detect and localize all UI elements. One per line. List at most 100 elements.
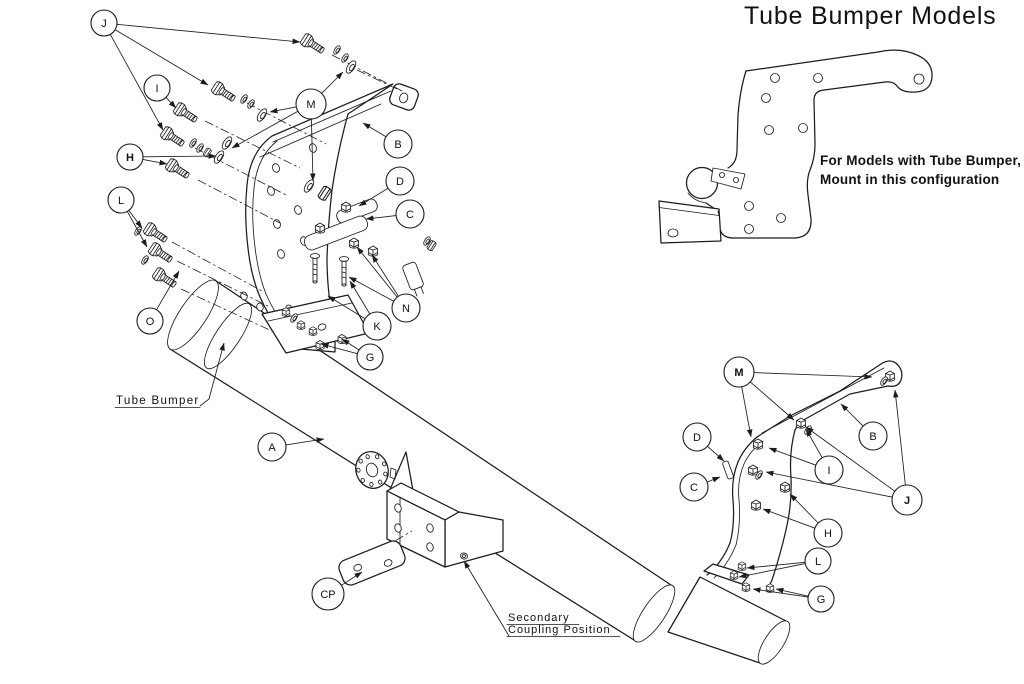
leader-line (707, 445, 725, 462)
exploded-hardware (132, 32, 438, 351)
leader-line (142, 153, 217, 159)
callout-H: H (116, 143, 217, 171)
callout-letter: I (155, 83, 158, 95)
receiver-assembly (338, 451, 504, 586)
config-note-line1: For Models with Tube Bumper, (820, 153, 1022, 168)
callout-letter: B (869, 431, 876, 443)
callout-circle (807, 585, 835, 613)
leader-line (805, 428, 823, 459)
callout-letter: J (101, 18, 107, 30)
callout-CP: CP (311, 571, 363, 611)
callout-letter: C (690, 482, 698, 494)
leader-line (109, 34, 164, 131)
callout-letter: G (366, 352, 375, 364)
callout-J: J (90, 9, 301, 131)
callout-K: K (327, 280, 392, 341)
exploded-view-drawing: Tube Bumper Secondary Coupling Position (114, 32, 676, 643)
callout-letter: O (146, 316, 155, 328)
leader-line (320, 343, 358, 355)
assembled-hardware (722, 370, 896, 593)
callout-A: A (257, 432, 325, 462)
config-note-line2: Mount in this configuration (820, 171, 1000, 187)
callout-circle (383, 129, 413, 159)
leader-line (746, 561, 806, 571)
callout-letter: C (406, 209, 414, 221)
secondary-coupling-label: Secondary Coupling Position (463, 560, 621, 637)
callout-letter: J (904, 495, 910, 507)
callout-letter: K (373, 321, 381, 333)
callout-letter: L (815, 556, 821, 568)
leader-line (362, 122, 387, 138)
leader-line (356, 246, 398, 298)
callout-letter: M (734, 367, 743, 379)
leader-line (116, 23, 301, 45)
leader-line (341, 338, 360, 351)
callout-letter: D (396, 176, 404, 188)
callout-D: D (682, 422, 725, 462)
cp-plate (338, 540, 406, 586)
tube-bumper-label: Tube Bumper (114, 342, 225, 408)
leader-line (321, 71, 344, 94)
leader-line (768, 447, 817, 466)
leader-line (753, 372, 873, 380)
callout-circle (858, 421, 888, 451)
callout-circle (311, 577, 345, 611)
callout-circle (90, 9, 118, 37)
callout-circle (107, 186, 135, 214)
callout-letter: H (824, 528, 832, 540)
callout-circle (395, 199, 425, 229)
callout-C: C (679, 472, 721, 502)
callout-letter: M (306, 99, 315, 111)
callout-C: C (365, 199, 425, 229)
leader-line (114, 29, 209, 86)
callout-letter: D (693, 432, 701, 444)
callout-circle (682, 422, 712, 452)
flange-disc (355, 451, 389, 489)
callout-circle (116, 143, 144, 171)
flat-view-holes (744, 73, 823, 234)
callout-circle (385, 166, 415, 196)
callout-letter: B (394, 139, 401, 151)
callout-circle (723, 356, 755, 388)
leader-line (231, 110, 299, 149)
assembled-tube (667, 576, 791, 665)
leader-line (840, 403, 864, 427)
callout-letter: A (268, 442, 276, 454)
callout-I: I (143, 74, 177, 109)
secondary-coupling-hole (460, 552, 468, 560)
assembled-bracket (703, 360, 903, 590)
callout-circle (356, 343, 384, 371)
callout-circle (295, 88, 327, 120)
clamp-bar-edge (722, 460, 734, 480)
clamp-bar-c (303, 215, 369, 251)
leader-line (285, 437, 325, 446)
leader-line (348, 276, 394, 302)
leader-line (741, 386, 753, 438)
callout-circle (391, 293, 421, 323)
config-note: For Models with Tube Bumper, Mount in th… (820, 152, 1021, 190)
callout-letter: CP (320, 589, 335, 601)
leader-line (775, 587, 809, 597)
tube-bumper-part (167, 279, 676, 643)
callout-letter: G (817, 594, 826, 606)
callout-I: I (768, 428, 844, 485)
callout-circle (362, 311, 392, 341)
callouts-exploded-view: J I M H B D C L N O K G A CP (90, 9, 425, 611)
leader-line (310, 118, 316, 182)
callout-N: N (348, 246, 421, 323)
leader-line (358, 187, 389, 207)
leader-line (349, 280, 371, 315)
callout-circle (813, 518, 843, 548)
leader-line (156, 270, 180, 311)
callout-circle (143, 74, 171, 102)
tube-bumper-label-text: Tube Bumper (116, 395, 200, 407)
leader-line (128, 210, 143, 229)
callout-B: B (840, 403, 888, 451)
leader-line (805, 426, 896, 492)
callout-L: L (107, 186, 148, 248)
callout-G: G (320, 338, 384, 371)
callout-M: M (723, 356, 873, 438)
leader-line (789, 493, 819, 524)
callout-B: B (362, 122, 413, 159)
